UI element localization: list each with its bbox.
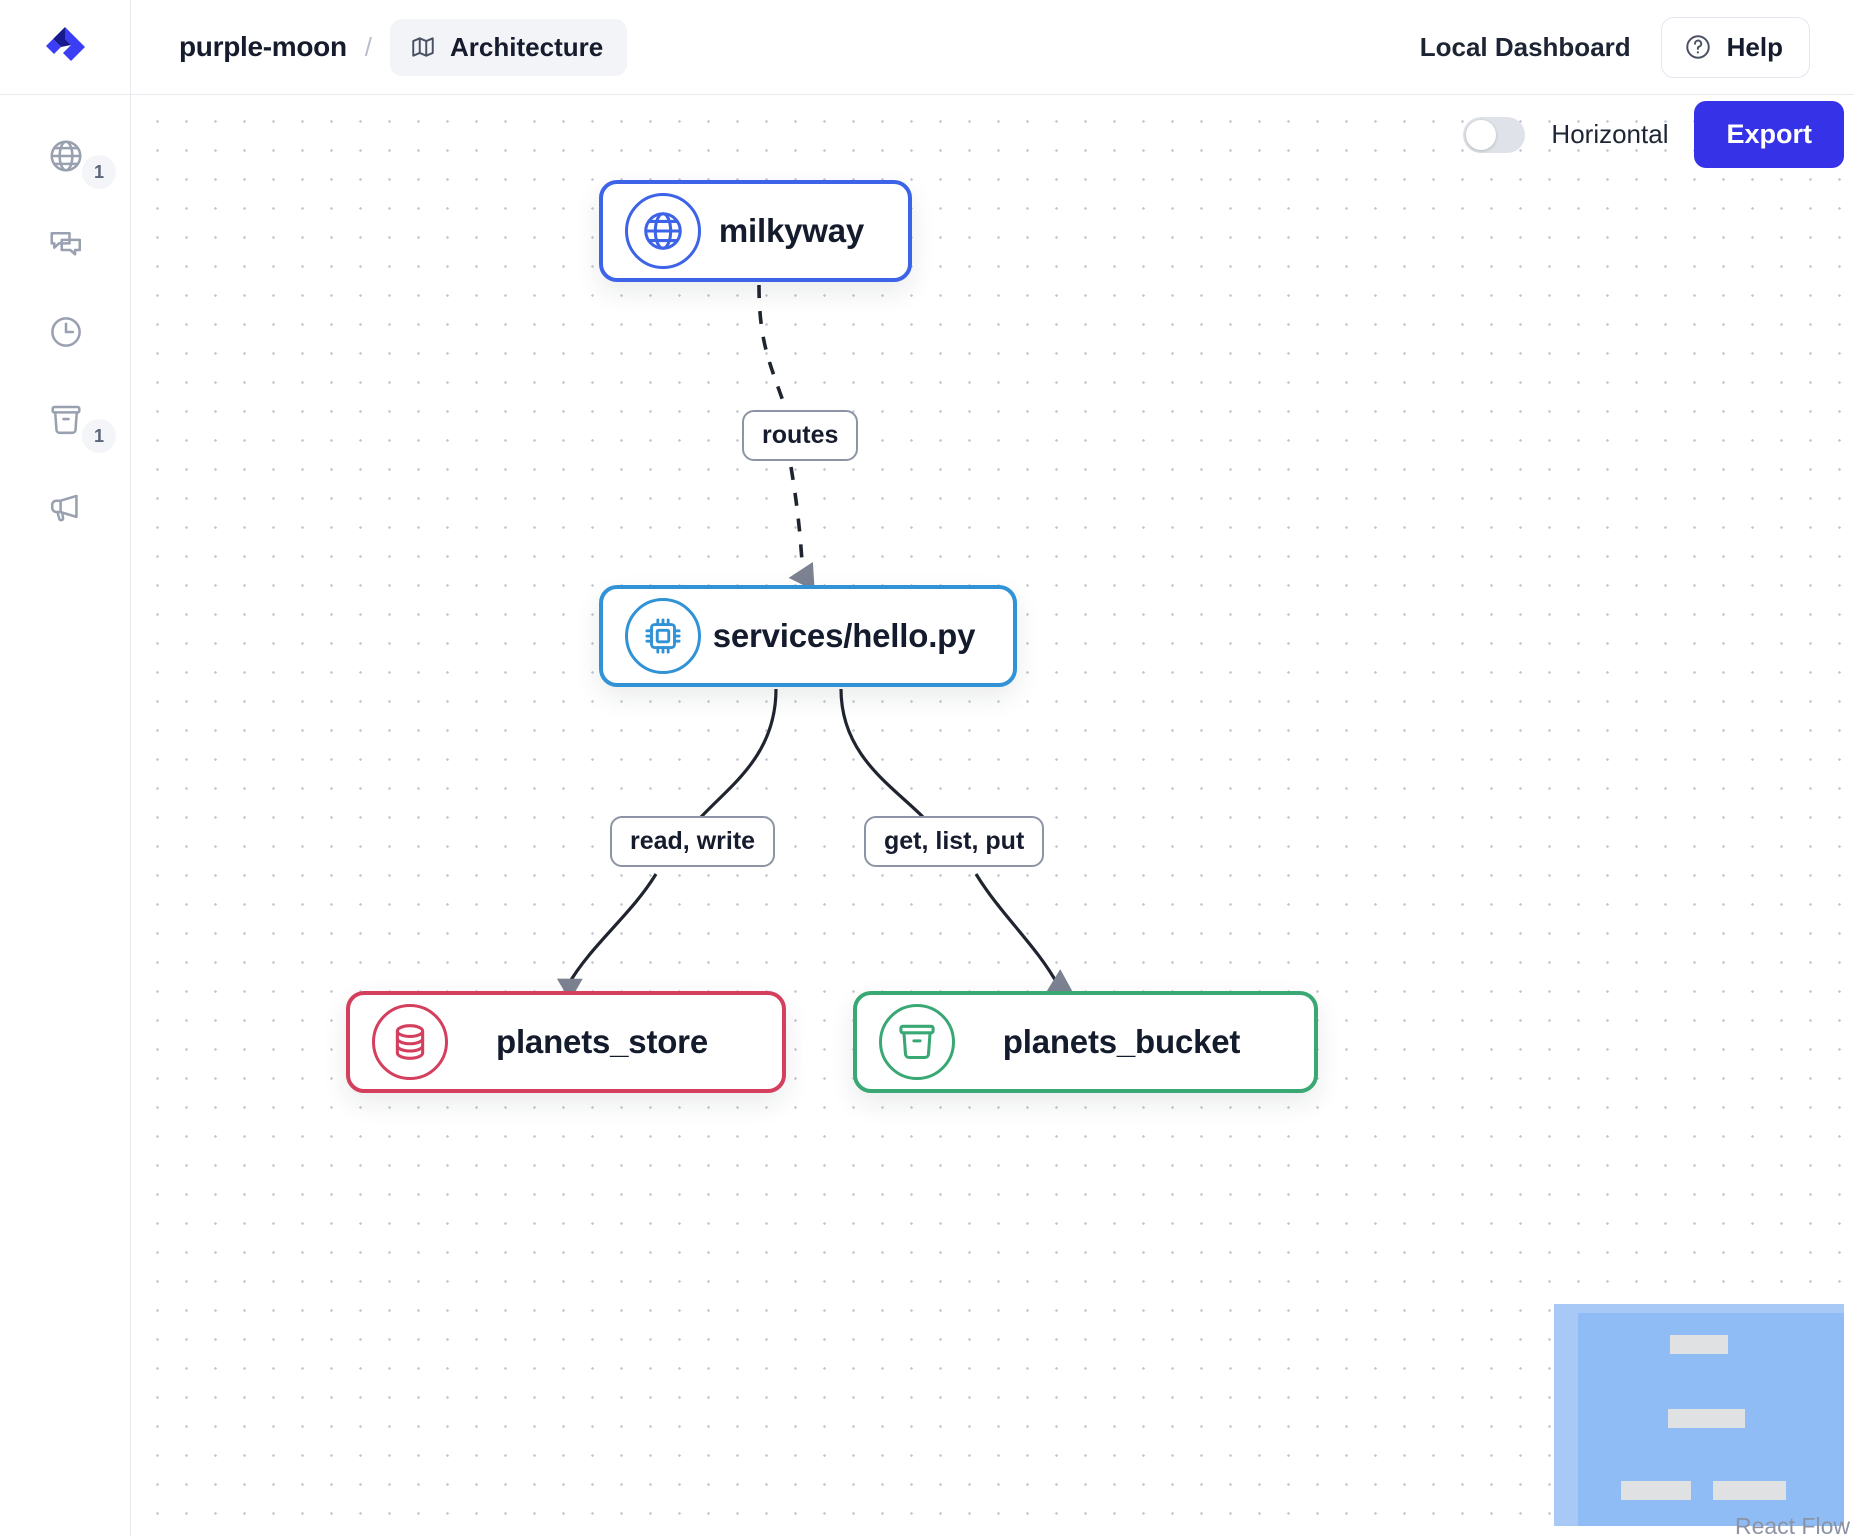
purple-moon-logo-icon <box>46 27 85 61</box>
flow-node-label: planets_store <box>496 1023 708 1060</box>
sidebar-item-schedules[interactable] <box>0 297 131 367</box>
breadcrumb-project[interactable]: purple-moon <box>179 31 347 62</box>
question-circle-icon <box>1685 35 1710 59</box>
minimap-node <box>1668 1409 1745 1428</box>
chat-icon <box>49 231 81 256</box>
app-logo[interactable] <box>0 0 131 94</box>
database-icon <box>372 1004 448 1080</box>
flow-node-label: services/hello.py <box>712 617 976 654</box>
edge-label-read-write: read, write <box>610 816 776 867</box>
edge-read-write-lower <box>556 873 658 1001</box>
megaphone-icon <box>50 494 78 522</box>
app-header: purple-moon / Architecture Local Dashboa… <box>0 0 1854 95</box>
minimap-node <box>1670 1335 1728 1354</box>
sidebar-badge-buckets: 1 <box>82 419 116 453</box>
minimap-inner-area <box>1578 1313 1844 1526</box>
breadcrumb-separator: / <box>364 31 373 62</box>
flow-node-planets-store[interactable]: planets_store <box>346 991 786 1093</box>
local-dashboard-label: Local Dashboard <box>1419 31 1631 62</box>
chip-icon <box>625 598 701 674</box>
bucket-icon <box>50 405 81 435</box>
edge-read-write-upper <box>699 688 778 819</box>
flow-canvas[interactable]: milkyway services/hello.py <box>131 95 1854 1536</box>
flow-node-label: planets_bucket <box>1002 1023 1241 1060</box>
minimap[interactable] <box>1554 1304 1844 1526</box>
sidebar-item-buckets[interactable]: 1 <box>0 385 131 455</box>
react-flow-attribution[interactable]: React Flow <box>1734 1513 1850 1536</box>
bucket-icon <box>879 1004 955 1080</box>
clock-icon <box>50 317 81 347</box>
edge-get-list-put-upper <box>839 688 925 819</box>
globe-icon <box>625 193 701 269</box>
edge-get-list-put-lower <box>974 873 1073 992</box>
breadcrumb: purple-moon / Architecture <box>179 18 628 76</box>
horizontal-layout-toggle[interactable] <box>1463 116 1526 153</box>
flow-node-planets-bucket[interactable]: planets_bucket <box>853 991 1318 1093</box>
sidebar-item-announcements[interactable] <box>0 473 131 543</box>
minimap-node <box>1713 1481 1786 1500</box>
edge-label-routes: routes <box>742 410 859 461</box>
help-label: Help <box>1726 31 1783 62</box>
flow-node-milkyway[interactable]: milkyway <box>599 180 912 282</box>
sidebar-item-messages[interactable] <box>0 209 131 279</box>
canvas-toolbar: Horizontal Export <box>1463 101 1844 168</box>
edge-label-get-list-put: get, list, put <box>864 816 1045 867</box>
export-button[interactable]: Export <box>1694 101 1844 168</box>
sidebar-item-endpoints[interactable]: 1 <box>0 121 131 191</box>
edge-routes-lower <box>788 466 815 591</box>
flow-node-services-hello-py[interactable]: services/hello.py <box>599 585 1017 687</box>
map-icon <box>412 37 434 57</box>
horizontal-layout-label: Horizontal <box>1551 119 1669 149</box>
help-button[interactable]: Help <box>1660 16 1810 78</box>
minimap-node <box>1621 1481 1691 1500</box>
flow-node-label: milkyway <box>718 212 865 249</box>
header-actions: Local Dashboard Help <box>1419 16 1854 78</box>
globe-icon <box>49 140 82 172</box>
sidebar-badge-endpoints: 1 <box>82 155 116 189</box>
edge-routes-upper <box>757 284 788 411</box>
toggle-knob <box>1466 119 1497 150</box>
tab-architecture[interactable]: Architecture <box>390 18 628 76</box>
left-sidebar: 1 1 <box>0 95 131 1536</box>
tab-architecture-label: Architecture <box>450 31 604 62</box>
flow-edges <box>556 284 1073 1001</box>
